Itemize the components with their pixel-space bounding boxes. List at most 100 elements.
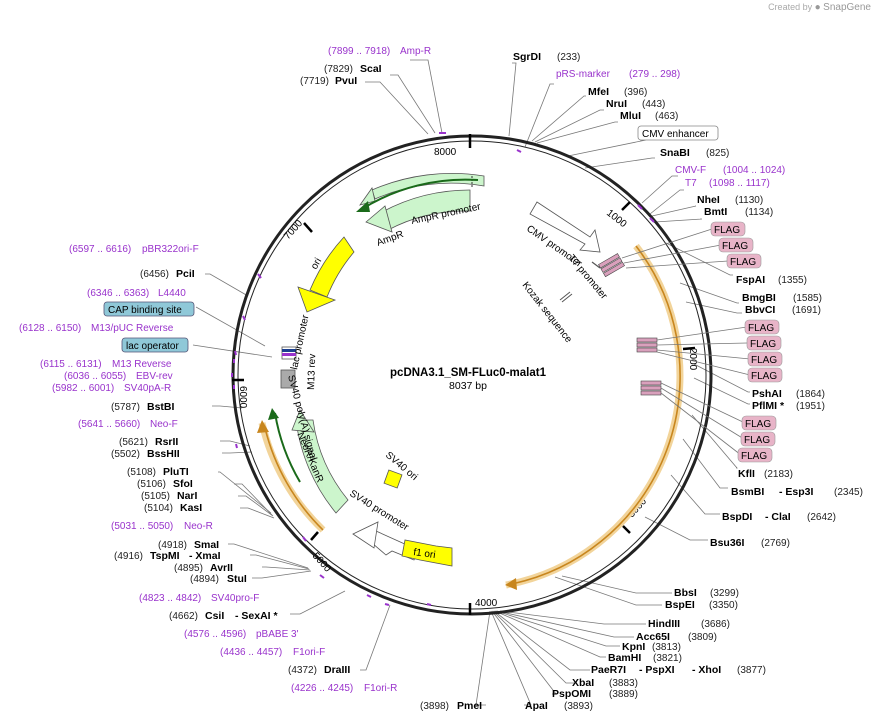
credit-created-by: Created by xyxy=(768,2,813,12)
feature-sv40-ori xyxy=(383,469,403,489)
flag-label-2: FLAG xyxy=(722,241,748,252)
enzyme-pos-csii: (4662) xyxy=(169,611,198,622)
label-ori: ori xyxy=(309,256,324,271)
primer-range-f1ori-r: (4226 .. 4245) xyxy=(291,683,353,694)
enzyme-pos-apai: (3893) xyxy=(564,701,593,712)
flag-label-4: FLAG xyxy=(748,323,774,334)
enzyme-pos-pmei: (3898) xyxy=(420,701,449,712)
enzyme-labels: (7829) ScaI (7719) PvuI SgrDI (233) MfeI… xyxy=(111,51,863,712)
primer-name-f1ori-r: F1ori-R xyxy=(364,683,397,694)
enzyme-name-mlui: MluI xyxy=(620,110,641,122)
enzyme-name-paer7i: PaeR7I xyxy=(591,664,626,676)
tick-label-4000: 4000 xyxy=(475,598,498,609)
enzyme-name-mfei: MfeI xyxy=(588,86,609,98)
tick-label-2000: 2000 xyxy=(687,348,698,371)
tick-label-7000: 7000 xyxy=(282,218,305,242)
enzyme-name-bstbi: BstBI xyxy=(147,401,175,413)
feature-cmv-promoter xyxy=(529,201,601,253)
primer-range-cmv-f: (1004 .. 1024) xyxy=(723,165,785,176)
enzyme-pos-nrui: (443) xyxy=(642,99,665,110)
flag-box-1: FLAG xyxy=(710,221,746,237)
enzyme-pos-pvui: (7719) xyxy=(300,76,329,87)
primer-name-l4440: L4440 xyxy=(158,288,186,299)
enzyme-name-xhoi: - XhoI xyxy=(692,664,721,676)
primer-range-m13-reverse: (6115 .. 6131) xyxy=(40,359,102,370)
primer-name-cmv-f: CMV-F xyxy=(675,165,706,176)
primer-name-neo-r: Neo-R xyxy=(184,521,213,532)
enzyme-name-acc65i: Acc65I xyxy=(636,631,670,643)
primer-name-m13-reverse: M13 Reverse xyxy=(112,359,172,370)
primer-name-f1ori-f: F1ori-F xyxy=(293,647,325,658)
enzyme-pos-hindiii: (3686) xyxy=(701,619,730,630)
primer-range-m13-puc-reverse: (6128 .. 6150) xyxy=(19,323,81,334)
enzyme-name-xmai: - XmaI xyxy=(189,550,221,562)
ampr-arrow-line xyxy=(361,178,479,210)
enzyme-name-nari: NarI xyxy=(177,490,198,502)
primer-range-sv40pro-f: (4823 .. 4842) xyxy=(139,593,201,604)
primer-name-m13-puc-reverse: M13/pUC Reverse xyxy=(91,323,174,334)
flag-label-5: FLAG xyxy=(750,339,776,350)
flag-labels: FLAG FLAG FLAG FLAG FLAG FLAG FLAG FLAG … xyxy=(710,221,783,463)
flag-label-6: FLAG xyxy=(751,355,777,366)
enzyme-name-draiii: DraIII xyxy=(324,664,350,676)
feature-neor-kanr xyxy=(291,409,349,514)
ampr-arrowhead xyxy=(356,201,370,212)
t7-promoter-mark xyxy=(591,261,601,269)
enzyme-pos-nari: (5105) xyxy=(141,491,170,502)
enzyme-name-pluti: PluTI xyxy=(163,466,189,478)
primer-range-amp-r: (7899 .. 7918) xyxy=(328,46,390,57)
enzyme-name-esp3i: - Esp3I xyxy=(779,486,814,498)
backbone-inner xyxy=(237,140,707,610)
flag-label-10: FLAG xyxy=(741,451,767,462)
enzyme-pos-bbvci: (1691) xyxy=(792,305,821,316)
enzyme-pos-xhoi: (3877) xyxy=(737,665,766,676)
enzyme-name-pspxi: - PspXI xyxy=(639,664,675,676)
enzyme-name-hindiii: HindIII xyxy=(648,618,680,630)
label-kozak: Kozak sequence xyxy=(520,280,574,345)
primer-range-prs-marker: (279 .. 298) xyxy=(629,69,680,80)
enzyme-name-pshai: PshAI xyxy=(752,388,782,400)
enzyme-pos-kpni: (3813) xyxy=(652,642,681,653)
enzyme-name-bsshii: BssHII xyxy=(147,448,180,460)
enzyme-pos-bsu36i: (2769) xyxy=(761,538,790,549)
enzyme-name-kasi: KasI xyxy=(180,502,202,514)
label-f1-ori: f1 ori xyxy=(413,547,437,561)
enzyme-name-snabi: SnaBI xyxy=(660,147,690,159)
enzyme-name-scai: ScaI xyxy=(360,63,382,75)
feature-f1-ori xyxy=(401,539,453,567)
snapgene-credit: Created by ● SnapGene xyxy=(768,2,871,13)
tick-label-1000: 1000 xyxy=(604,208,629,231)
enzyme-pos-bamhi: (3821) xyxy=(653,653,682,664)
flag-box-2: FLAG xyxy=(718,237,754,253)
primer-name-pbr322ori-f: pBR322ori-F xyxy=(142,244,199,255)
label-t7-promoter: T7 promoter xyxy=(566,253,610,302)
enzyme-pos-sfoi: (5106) xyxy=(137,479,166,490)
enzyme-pos-tspmi: (4916) xyxy=(114,551,143,562)
enzyme-name-bmti: BmtI xyxy=(704,206,727,218)
enzyme-name-fspai: FspAI xyxy=(736,274,765,286)
kozak-mark-a xyxy=(559,291,571,301)
plasmid-size: 8037 bp xyxy=(449,380,487,392)
cmv-enhancer-label: CMV enhancer xyxy=(642,129,709,140)
enzyme-pos-pspomi: (3889) xyxy=(609,689,638,700)
label-m13-rev: M13 rev xyxy=(306,354,318,390)
lac-operator-box: lac operator xyxy=(121,337,189,353)
kozak-mark-b xyxy=(561,293,573,303)
flag-box-3: FLAG xyxy=(726,253,762,269)
primer-range-neo-r: (5031 .. 5050) xyxy=(111,521,173,532)
enzyme-name-clai: - ClaI xyxy=(765,511,791,523)
primer-name-sv40pa-r: SV40pA-R xyxy=(124,383,171,394)
tick-label-5000: 5000 xyxy=(310,551,333,575)
enzyme-pos-pshai: (1864) xyxy=(796,389,825,400)
flag-label-7: FLAG xyxy=(751,371,777,382)
enzyme-name-pflmi: PflMI * xyxy=(752,400,785,412)
label-ampr: AmpR xyxy=(375,229,405,249)
flag-markers xyxy=(598,253,662,396)
flag-box-7: FLAG xyxy=(747,367,783,383)
tick-label-6000: 6000 xyxy=(237,386,248,409)
enzyme-name-sfoi: SfoI xyxy=(173,478,193,490)
fluc-cds-arrowhead xyxy=(505,578,517,590)
enzyme-pos-bspei: (3350) xyxy=(709,600,738,611)
enzyme-name-xbai: XbaI xyxy=(572,677,594,689)
primer-range-pbabe3: (4576 .. 4596) xyxy=(184,629,246,640)
